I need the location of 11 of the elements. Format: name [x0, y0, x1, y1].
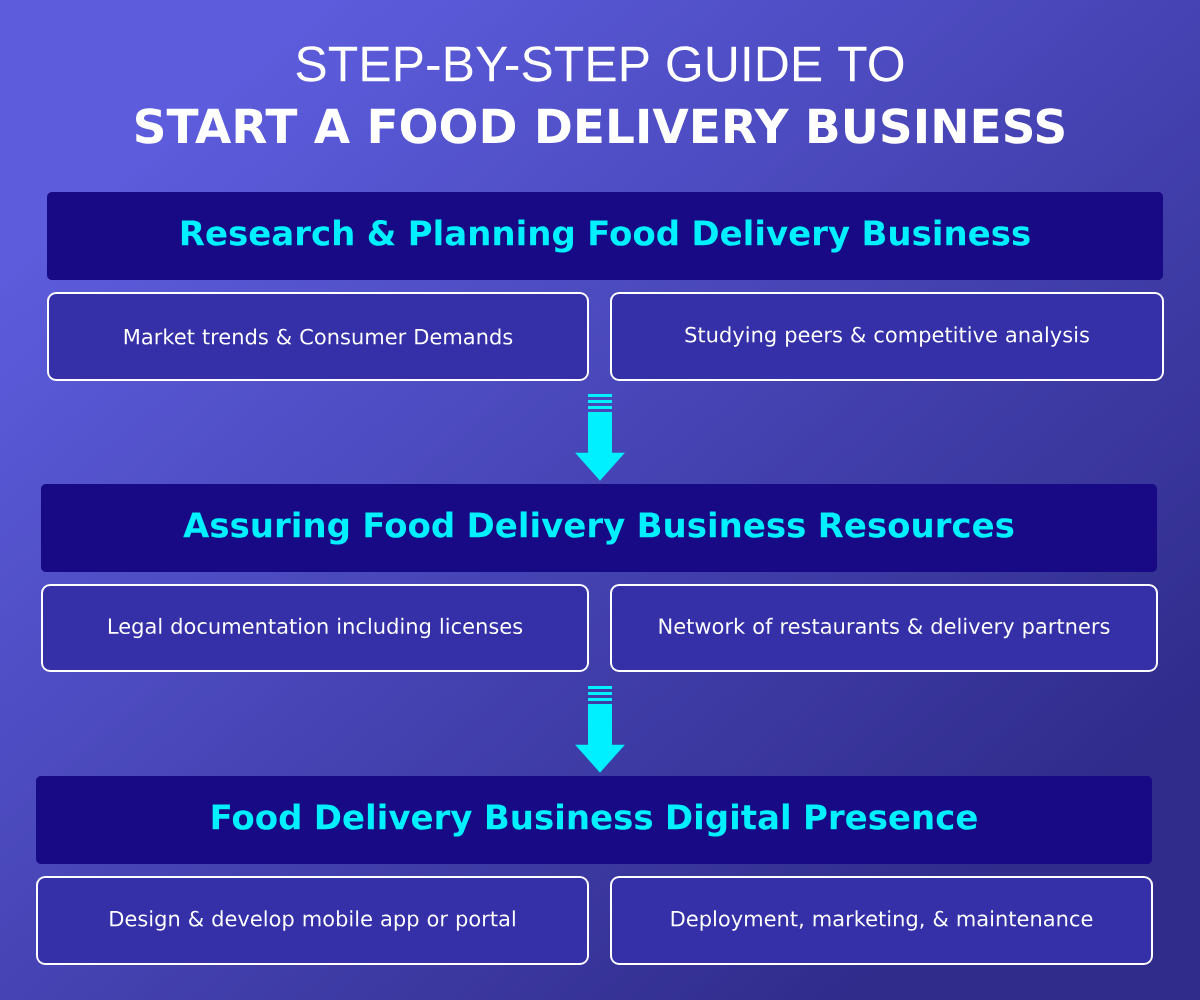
- heading-box: Assuring Food Delivery Business Resources: [41, 484, 1157, 572]
- heading-box: Research & Planning Food Delivery Business: [47, 192, 1163, 280]
- step-box: Deployment, marketing, & maintenance: [610, 876, 1153, 965]
- heading-box: Food Delivery Business Digital Presence: [36, 776, 1152, 864]
- title: START A FOOD DELIVERY BUSINESS: [136, 108, 1064, 144]
- step-box: Design & develop mobile app or portal: [36, 876, 589, 965]
- step-box: Market trends & Consumer Demands: [47, 292, 589, 381]
- step-box: Studying peers & competitive analysis: [610, 292, 1164, 381]
- step-box: Network of restaurants & delivery partners: [610, 584, 1158, 672]
- step-box: Legal documentation including licenses: [41, 584, 589, 672]
- title: STEP-BY-STEP GUIDE TO: [296, 46, 904, 82]
